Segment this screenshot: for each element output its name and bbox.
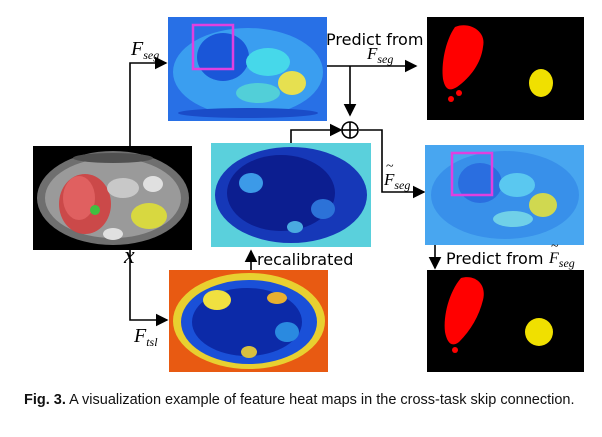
label-ftsl: Ftsl [134,325,158,350]
figure-caption: Fig. 3. A visualization example of featu… [24,391,579,410]
fseg-heatmap [168,17,327,121]
label-fseg-tilde: Fseg [384,170,410,193]
ftsl-heatmap [169,270,328,372]
label-predict-from-bottom: Predict from [446,249,543,268]
prediction-top [427,17,584,120]
arrow-input-to-fseg [130,63,166,146]
input-mri-image [33,146,192,250]
caption-text: A visualization example of feature heat … [69,392,574,408]
fseg-tilde-heatmap [425,145,584,245]
label-fseg-top: Fseg [131,38,159,63]
label-x: x [124,243,135,270]
arrow-input-to-ftsl [130,250,167,320]
prediction-bottom [427,270,584,372]
arrow-recal-to-oplus [291,130,341,143]
label-predict-from-bottom-var: Fseg [549,250,575,271]
label-recalibrated: recalibrated [257,250,353,269]
label-predict-from-top-var: Fseg [367,44,393,67]
recalibrated-heatmap [211,143,371,247]
caption-prefix: Fig. 3. [24,392,66,408]
